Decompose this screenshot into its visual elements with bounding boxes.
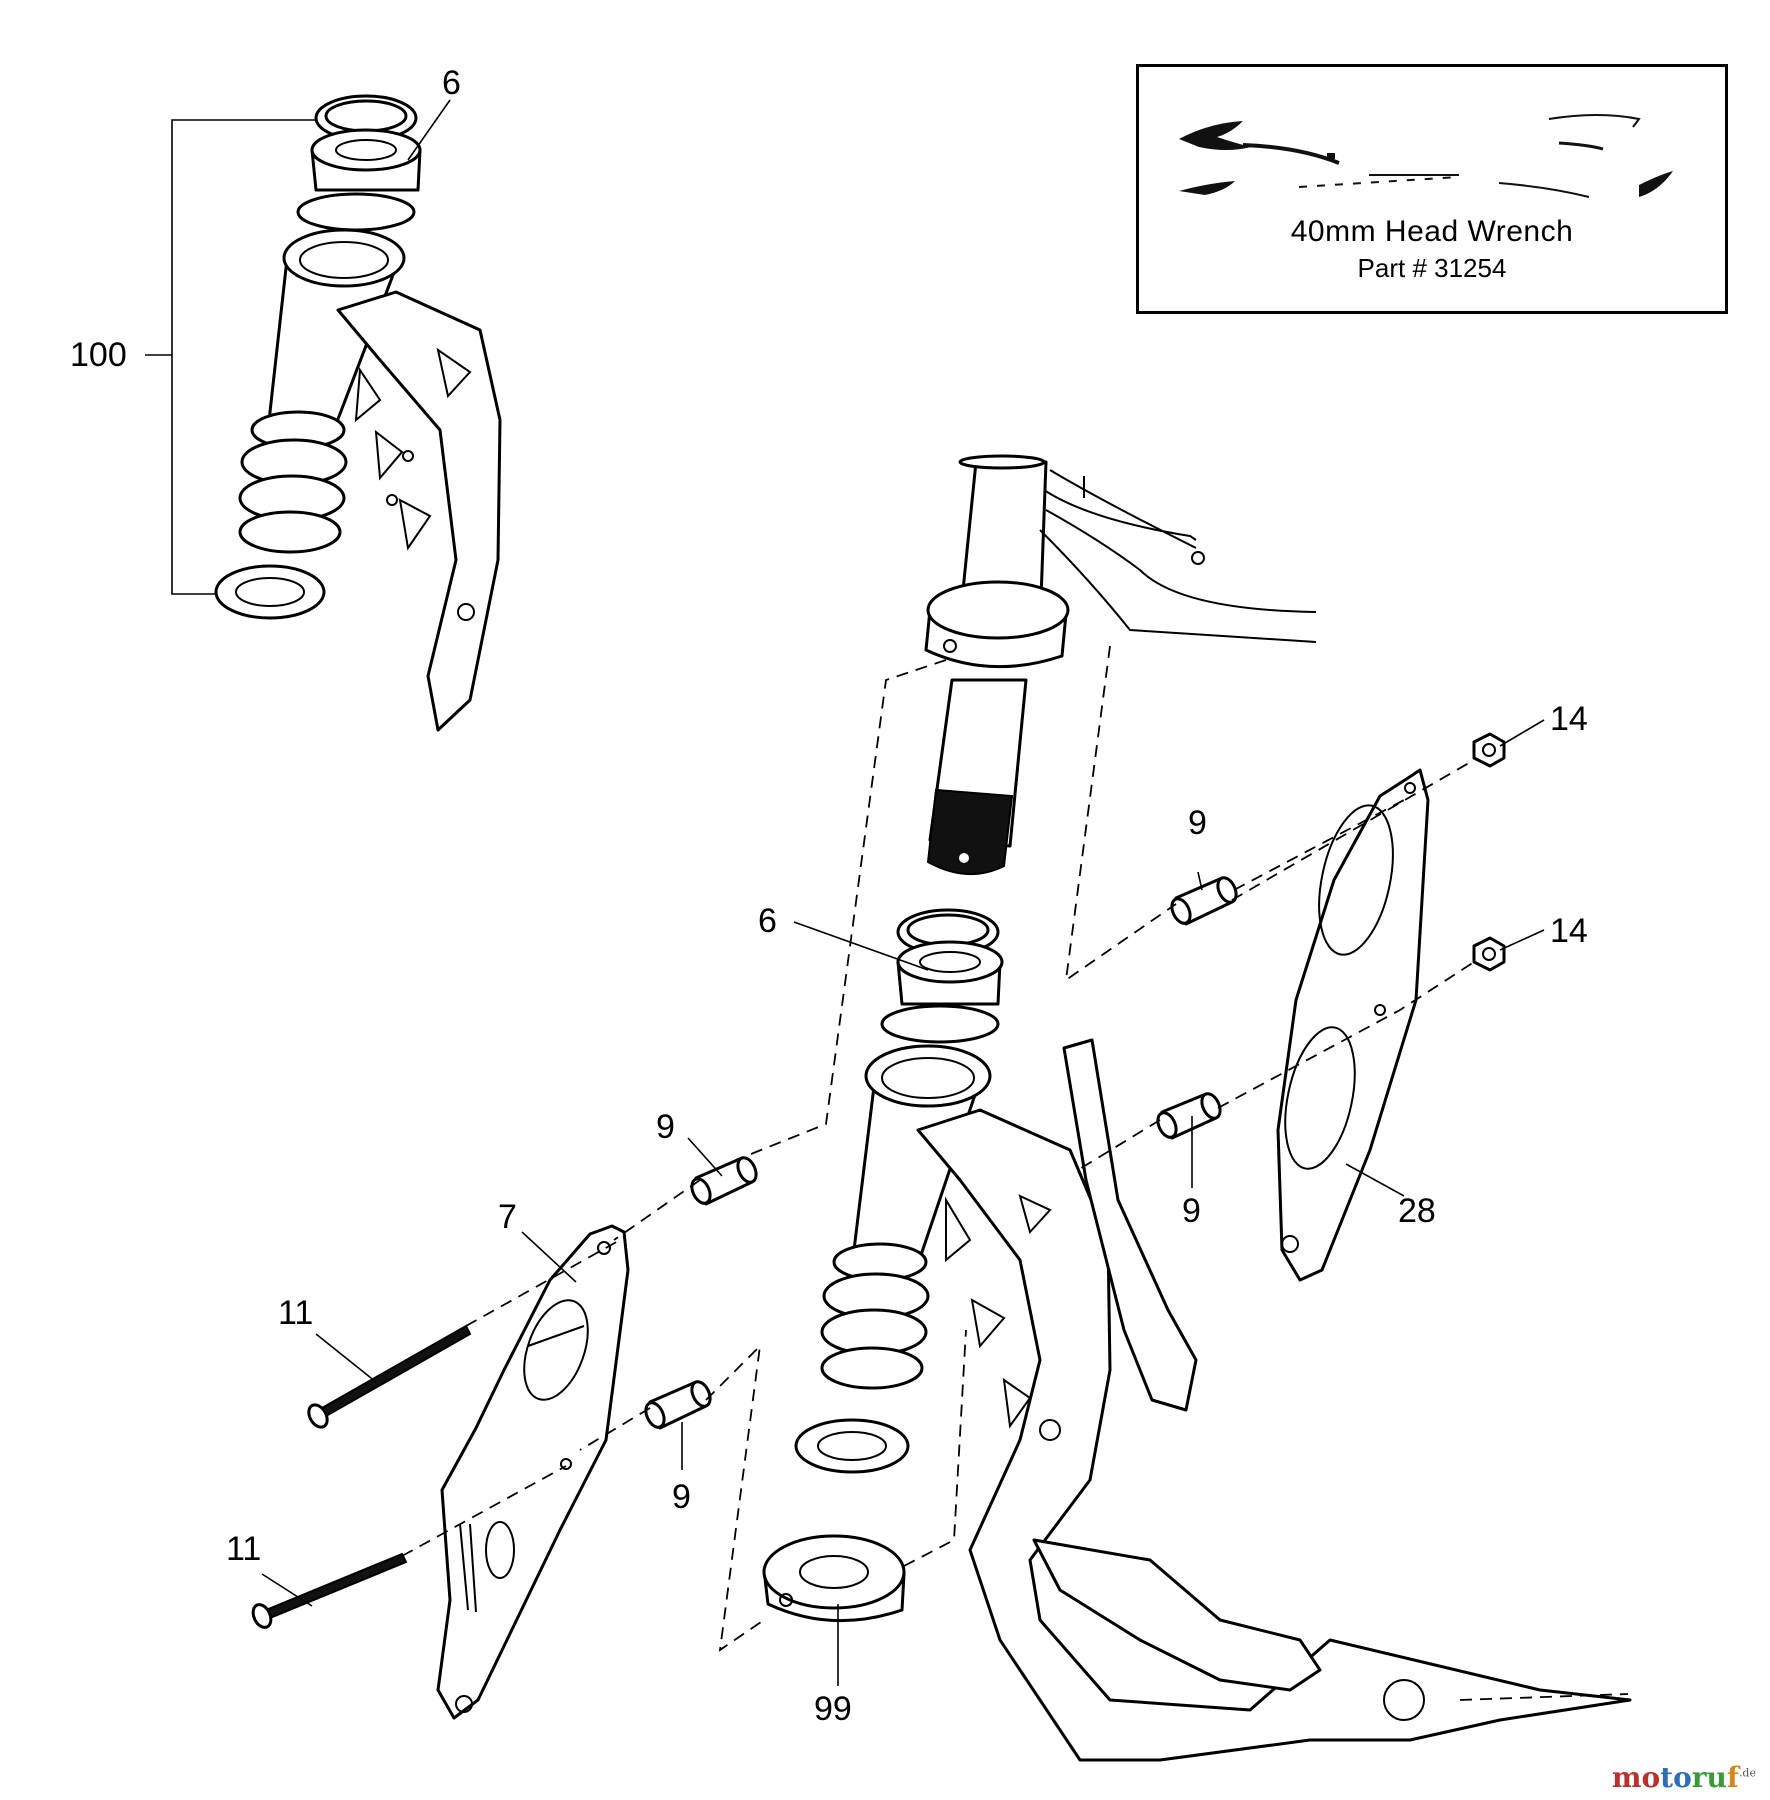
wrench-icon [1179, 114, 1673, 198]
callout-14-a: 14 [1550, 700, 1588, 738]
assembly-guide-lines [401, 645, 1629, 1701]
spacer-9-d [1156, 1092, 1222, 1140]
centre-headset-stack [794, 908, 1004, 1474]
callout-9-b: 9 [656, 1108, 675, 1146]
top-bearing-ring-inner [324, 99, 408, 133]
bearing-race [296, 192, 416, 232]
side-plate-28 [1276, 768, 1430, 1282]
headset-subassembly-detail [145, 94, 502, 732]
locknut-top [310, 128, 422, 172]
brake-lever [1062, 1038, 1198, 1412]
callout-14-b: 14 [1550, 912, 1588, 950]
threaded-end [926, 788, 1014, 876]
callout-6-mid: 6 [758, 902, 777, 940]
wrench-title: 40mm Head Wrench [1290, 215, 1574, 248]
head-wrench-inset: 40mm Head Wrench Part # 31254 [1136, 64, 1728, 314]
clamp-99 [762, 1534, 906, 1623]
nut-14-a [1472, 732, 1506, 768]
wrench-part-number: Part # 31254 [1357, 253, 1507, 283]
side-plate-7 [436, 1224, 630, 1720]
callout-28: 28 [1398, 1192, 1436, 1230]
main-frame [916, 1038, 1632, 1762]
callout-11-a: 11 [278, 1294, 313, 1332]
callout-100: 100 [70, 336, 127, 374]
lower-bearing-4 [238, 510, 342, 554]
callout-100-bracket [171, 119, 330, 595]
callout-7: 7 [498, 1198, 517, 1236]
callout-9-d: 9 [1182, 1192, 1201, 1230]
left-side-plate [436, 1224, 630, 1720]
nut-14-b [1472, 936, 1506, 972]
right-side-plate [1276, 768, 1430, 1282]
bolt-11-a [307, 1324, 472, 1429]
callout-6-top: 6 [442, 64, 461, 102]
spacer-9-c [1170, 876, 1238, 926]
callout-leaders [261, 99, 1545, 1686]
head-tube-cup [282, 228, 406, 288]
steering-tube-group [924, 454, 1317, 876]
frame-arm [336, 290, 502, 732]
callout-9-c: 9 [672, 1478, 691, 1516]
callout-11-b: 11 [226, 1530, 261, 1568]
lower-locknut [214, 564, 326, 620]
watermark-logo: motoruf.de [1611, 1761, 1756, 1794]
frame-body [916, 1108, 1632, 1762]
callout-9-a: 9 [1188, 804, 1207, 842]
callout-99: 99 [814, 1690, 852, 1728]
bolt-11-b [251, 1552, 408, 1629]
spacer-9-b [644, 1380, 712, 1430]
spacer-9-a [690, 1156, 758, 1206]
